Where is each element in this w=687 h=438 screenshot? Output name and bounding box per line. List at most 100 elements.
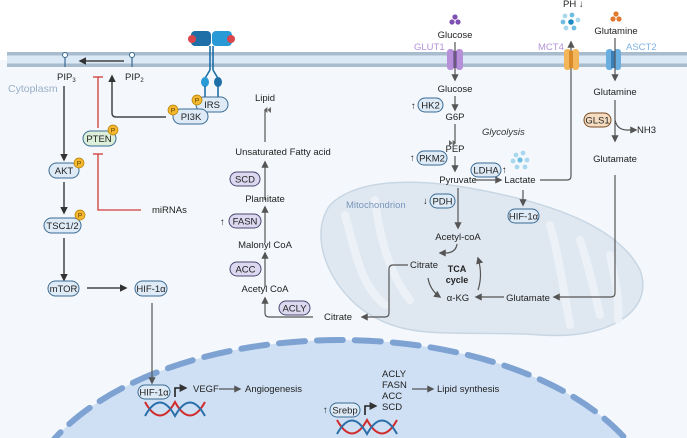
dna-helix-srebp-icon (336, 417, 398, 437)
fasn-node[interactable] (228, 213, 262, 229)
pip2-label: PIP2 (125, 72, 144, 84)
tca-label-line1: TCA (448, 264, 467, 274)
citrate-to-acetyl-arrow (261, 296, 313, 318)
hk2-label: HK2 (421, 101, 439, 112)
ph-label: PH ↓ (563, 0, 584, 10)
akg-label: α-KG (447, 293, 469, 304)
mct4-transporter-icon (564, 49, 579, 70)
acetyl-coa-mito-label: Acetyl-coA (435, 232, 481, 243)
cytoplasm-label: Cytoplasm (8, 83, 58, 95)
hif1a-cytoplasm-node[interactable] (134, 280, 168, 297)
target-gene-acly: ACLY (382, 369, 407, 380)
svg-text:P: P (195, 98, 199, 105)
fasn-label: FASN (233, 217, 258, 228)
svg-text:P: P (171, 108, 175, 115)
target-gene-scd: SCD (382, 402, 402, 413)
mirnas-label: miRNAs (152, 205, 187, 216)
tsc-node[interactable] (43, 217, 82, 234)
phospho-pi3k-icon: P (167, 104, 179, 116)
insulin-receptor-icon (188, 31, 235, 98)
pip3-label: PIP3 (57, 72, 76, 84)
akg-to-acetylcoa-arrow (476, 256, 484, 291)
hif1a-cytoplasm-label: HIF-1α (136, 284, 166, 295)
angiogenesis-label: Angiogenesis (245, 384, 302, 395)
ldha-node[interactable] (470, 162, 502, 178)
pip2-lipid-icon (129, 52, 135, 67)
hif1a-lactate-label: HIF-1α (509, 212, 539, 223)
lipid-genes-transcription-arrow (364, 402, 378, 415)
pdh-label: PDH (432, 197, 452, 208)
pdh-down-arrow: ↓ (423, 196, 428, 207)
pi3k-node[interactable] (172, 108, 209, 125)
citrate-cytoplasm-label: Citrate (324, 312, 352, 323)
glucose-extracellular-label: Glucose (438, 30, 473, 41)
ldha-up-arrow: ↑ (502, 165, 507, 176)
srebp-label: Srebp (332, 406, 357, 417)
nh3-label: NH3 (637, 125, 656, 136)
glutamate-import-arrow (552, 175, 616, 301)
glutamine-molecules-icon (610, 11, 622, 22)
hk2-node[interactable] (417, 97, 444, 113)
hif1a-lactate-node[interactable] (507, 208, 540, 224)
acly-node[interactable] (278, 300, 311, 316)
glutamine-intracellular-label: Glutamine (593, 87, 636, 98)
acc-node[interactable] (229, 261, 262, 277)
pten-node[interactable] (82, 130, 117, 147)
gls1-node[interactable] (583, 112, 612, 128)
scd-label: SCD (235, 175, 255, 186)
srebp-up-arrow: ↑ (323, 405, 328, 416)
gls1-label: GLS1 (585, 116, 609, 127)
citrate-export-arrow (360, 264, 408, 321)
glutamine-extracellular-label: Glutamine (594, 26, 637, 37)
pten-label: PTEN (86, 134, 111, 145)
asct2-transporter-icon (606, 49, 621, 70)
irs-label: IRS (204, 100, 220, 111)
mirna-inhibition-line (97, 154, 141, 211)
hif1a-nucleus-node[interactable] (137, 384, 171, 400)
lactate-molecules-icon (510, 150, 530, 170)
pyruvate-label: Pyruvate (439, 175, 477, 186)
glutamate-mito-label: Glutamate (506, 293, 550, 304)
fasn-up-arrow: ↑ (220, 217, 225, 228)
glycolysis-label: Glycolysis (482, 127, 525, 138)
glut1-label: GLUT1 (414, 42, 445, 53)
pkm2-node[interactable] (416, 150, 448, 166)
pep-label: PEP (445, 144, 464, 155)
target-gene-acc: ACC (382, 391, 402, 402)
acly-label: ACLY (282, 304, 307, 315)
target-gene-fasn: FASN (382, 380, 407, 391)
mtor-node[interactable] (47, 280, 80, 297)
glutamate-cytoplasm-label: Glutamate (593, 154, 637, 165)
hk2-up-arrow: ↑ (411, 101, 416, 112)
svg-text:P: P (77, 161, 81, 168)
svg-text:P: P (111, 128, 115, 135)
mtor-label: mTOR (50, 284, 78, 295)
srebp-node[interactable] (329, 402, 361, 418)
glucose-molecules-icon (449, 14, 461, 25)
phospho-akt-icon: P (73, 157, 85, 169)
mct4-label: MCT4 (538, 42, 564, 53)
hif1a-nucleus-label: HIF-1α (139, 388, 169, 399)
pkm2-up-arrow: ↑ (410, 153, 415, 164)
lactate-export-arrow (540, 40, 575, 181)
unsaturated-fa-label: Unsaturated Fatty acid (235, 147, 331, 158)
nucleus (51, 337, 629, 438)
mitochondrion-label: Mitochondrion (346, 200, 406, 211)
pkm2-label: PKM2 (419, 154, 445, 165)
tca-label-line2: cycle (446, 275, 469, 285)
svg-text:P: P (78, 213, 82, 220)
ldha-label: LDHA (473, 166, 499, 177)
vegf-label: VEGF (193, 384, 219, 395)
akt-node[interactable] (48, 162, 80, 179)
pip3-lipid-icon (62, 52, 68, 67)
phospho-irs-icon: P (191, 94, 203, 106)
acetylcoa-to-citrate-arrow (438, 243, 458, 257)
asct2-label: ASCT2 (626, 42, 657, 53)
pi3k-activation-arrow (108, 74, 166, 118)
citrate-mito-label: Citrate (410, 260, 438, 271)
lipid-synthesis-label: Lipid synthesis (437, 384, 500, 395)
scd-node[interactable] (229, 171, 261, 187)
vegf-transcription-arrow (174, 384, 188, 397)
pdh-node[interactable] (429, 193, 456, 209)
